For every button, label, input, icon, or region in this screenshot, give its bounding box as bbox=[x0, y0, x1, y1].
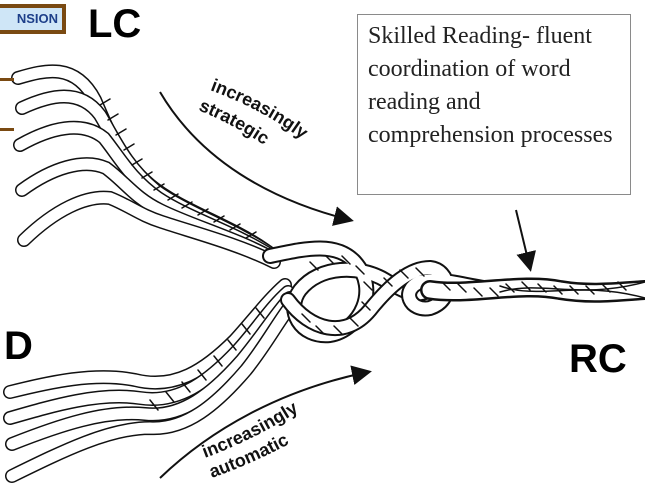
rc-label: RC bbox=[569, 339, 627, 379]
comprehension-box-partial: NSION bbox=[0, 4, 66, 34]
braided-rope bbox=[270, 248, 645, 335]
edge-mark-2 bbox=[0, 128, 14, 131]
skilled-reading-note: Skilled Reading- fluent coordination of … bbox=[357, 14, 631, 195]
edge-mark-1 bbox=[0, 78, 14, 81]
note-pointer-arrow bbox=[516, 210, 530, 268]
lc-label: LC bbox=[88, 4, 141, 44]
d-label: D bbox=[4, 326, 33, 366]
